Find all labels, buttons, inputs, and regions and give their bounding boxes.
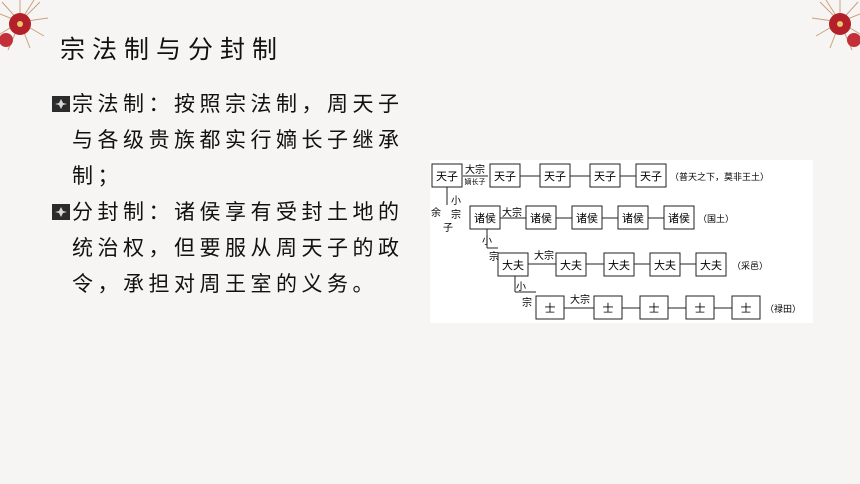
node-dafu: 大夫 <box>700 258 722 272</box>
node-tianzi: 天子 <box>640 170 662 183</box>
node-tianzi: 天子 <box>594 170 616 183</box>
bullet-text: 分封制：诸侯享有受封土地的统治权，但要服从周天子的政令，承担对周王室的义务。 <box>72 200 404 296</box>
side-label-xiao: 小 <box>482 235 492 247</box>
bullet-text: 宗法制：按照宗法制，周天子与各级贵族都实行嫡长子继承制； <box>72 92 404 188</box>
hierarchy-diagram-svg: 天子 大宗 嫡长子 天子 天子 天子 天子 （普天之下，莫非王土） 余 子 小 … <box>431 163 801 320</box>
row-note: （禄田） <box>765 303 801 315</box>
side-label-xiao: 小 <box>516 281 526 293</box>
slide-title: 宗法制与分封制 <box>60 35 285 64</box>
node-first-shi: 士 <box>545 302 556 315</box>
side-label-zong: 宗 <box>489 250 499 263</box>
tag-dizhangzi: 嫡长子 <box>465 177 486 186</box>
row-note: （国土） <box>698 213 734 225</box>
node-first-dafu: 大夫 <box>502 258 524 272</box>
node-first-tianzi: 天子 <box>436 170 458 183</box>
node-zhuhou: 诸侯 <box>576 211 598 225</box>
side-label-xiao: 小 <box>451 195 461 207</box>
node-shi: 士 <box>603 302 614 315</box>
side-label-zong: 宗 <box>522 296 532 309</box>
flower-ornament-left-icon <box>0 0 49 51</box>
tag-dazong: 大宗 <box>465 163 485 176</box>
bullet-item-zongfa: 宗法制：按照宗法制，周天子与各级贵族都实行嫡长子继承制； <box>52 86 422 194</box>
tag-dazong: 大宗 <box>534 249 554 262</box>
node-shi: 士 <box>649 302 660 315</box>
bullet-item-fenfeng: 分封制：诸侯享有受封土地的统治权，但要服从周天子的政令，承担对周王室的义务。 <box>52 194 422 302</box>
node-dafu: 大夫 <box>608 258 630 272</box>
node-tianzi: 天子 <box>494 170 516 183</box>
node-zhuhou: 诸侯 <box>622 211 644 225</box>
node-dafu: 大夫 <box>560 258 582 272</box>
node-tianzi: 天子 <box>544 170 566 183</box>
hierarchy-diagram: 天子 大宗 嫡长子 天子 天子 天子 天子 （普天之下，莫非王土） 余 子 小 … <box>430 160 813 323</box>
node-zhuhou: 诸侯 <box>530 211 552 225</box>
node-zhuhou: 诸侯 <box>668 211 690 225</box>
bullet-list: 宗法制：按照宗法制，周天子与各级贵族都实行嫡长子继承制； 分封制：诸侯享有受封土… <box>52 86 422 302</box>
node-shi: 士 <box>695 302 706 315</box>
bullet-flower-icon <box>52 96 70 112</box>
side-label-yu: 余 <box>431 206 441 219</box>
tag-dazong: 大宗 <box>570 293 590 306</box>
side-label-zong: 宗 <box>451 208 461 221</box>
node-dafu: 大夫 <box>654 258 676 272</box>
node-shi: 士 <box>741 302 752 315</box>
node-first-zhuhou: 诸侯 <box>474 211 496 225</box>
bullet-flower-icon <box>52 204 70 220</box>
flower-ornament-right-icon <box>811 0 860 51</box>
tag-dazong: 大宗 <box>502 206 522 219</box>
row-note: （普天之下，莫非王土） <box>670 171 769 183</box>
side-label-zi: 子 <box>443 222 453 234</box>
row-note: （采邑） <box>732 261 768 272</box>
